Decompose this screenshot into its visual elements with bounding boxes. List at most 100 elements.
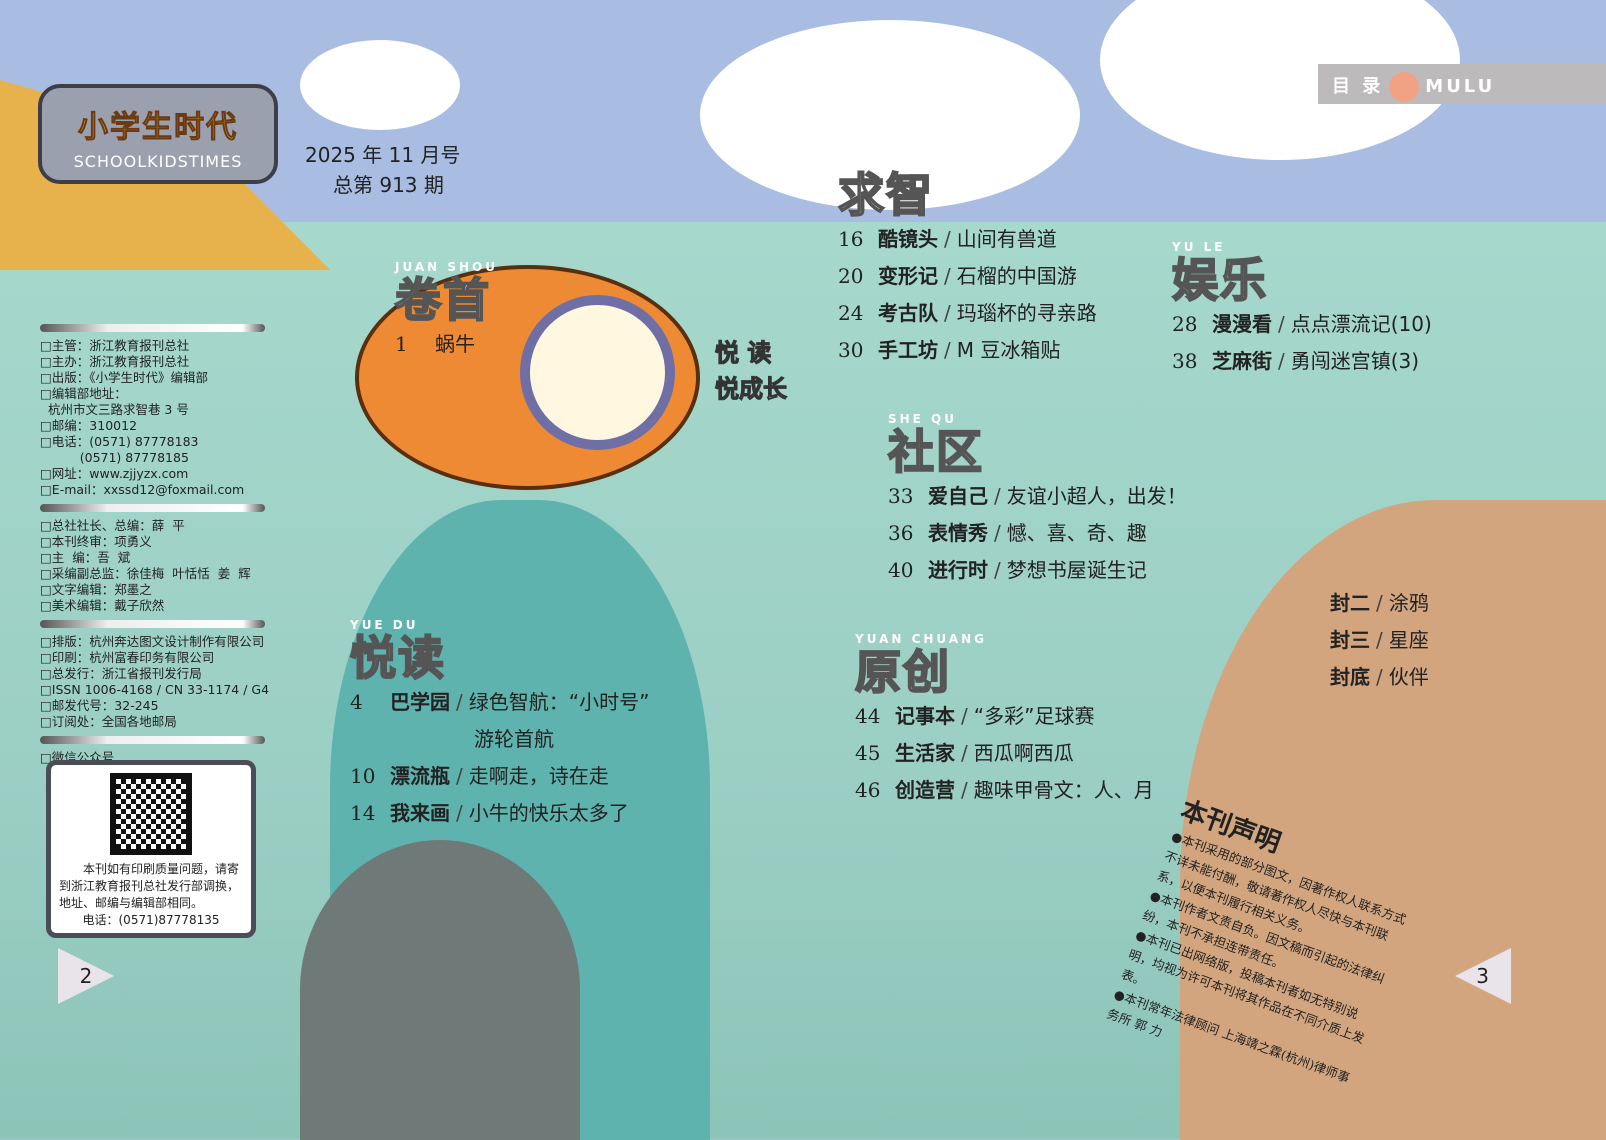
column-name: 创造营 <box>895 778 955 802</box>
cloud <box>700 20 1080 210</box>
page-number: 46 <box>855 778 881 802</box>
separator: / <box>1278 312 1285 336</box>
masthead-line: □美术编辑：戴子欣然 <box>40 598 165 613</box>
separator: / <box>944 227 951 251</box>
page-number: 1 <box>395 332 408 356</box>
column-name: 表情秀 <box>928 521 988 545</box>
slogan: 悦 读 悦成长 <box>715 335 788 407</box>
column-name: 我来画 <box>390 801 450 825</box>
article-title: 走啊走，诗在走 <box>468 764 609 788</box>
article-title: 西瓜啊西瓜 <box>973 741 1074 765</box>
cave-illustration <box>300 840 580 1140</box>
article-title: 星座 <box>1388 628 1429 652</box>
header-cn: 目 录 <box>1332 76 1384 97</box>
separator: / <box>1376 665 1383 689</box>
column-name: 漫漫看 <box>1212 312 1272 336</box>
separator: / <box>944 338 951 362</box>
section-pinyin: YU LE <box>1172 240 1226 254</box>
masthead-line: □网址：www.zjjyzx.com <box>40 466 189 481</box>
toc-entry[interactable]: 30 手工坊/M 豆冰箱贴 <box>838 332 1097 369</box>
article-title: M 豆冰箱贴 <box>956 338 1061 362</box>
toc-entry[interactable]: 游轮首航 <box>350 721 649 758</box>
page-number: 30 <box>838 338 864 362</box>
mascot-icon <box>1389 72 1420 102</box>
column-name: 封底 <box>1330 665 1370 689</box>
masthead-line: □印刷：杭州富春印务有限公司 <box>40 650 215 665</box>
column-name: 封二 <box>1330 591 1370 615</box>
toc-entry[interactable]: 封底/伙伴 <box>1330 659 1429 696</box>
issue-info: 2025 年 11 月号 总第 913 期 <box>305 140 460 200</box>
page-number: 4 <box>350 690 363 714</box>
masthead-line: □出版：《小学生时代》编辑部 <box>40 370 209 385</box>
article-title: 点点漂流记(10) <box>1290 312 1432 336</box>
separator: / <box>994 484 1001 508</box>
masthead-line: □采编副总监：徐佳梅 叶恬恬 姜 辉 <box>40 566 251 581</box>
column-name: 爱自己 <box>928 484 988 508</box>
section-pinyin: QIU ZHI <box>838 155 911 169</box>
masthead-line: □总社社长、总编：薛 平 <box>40 518 185 533</box>
masthead-line: □电话：(0571) 87778183 <box>40 434 199 449</box>
masthead-line: □本刊终审：项勇义 <box>40 534 152 549</box>
separator: / <box>994 558 1001 582</box>
qr-notice-box: 本刊如有印刷质量问题，请寄到浙江教育报刊总社发行部调换，地址、邮编与编辑部相同。… <box>46 760 256 938</box>
section-pinyin: JUAN SHOU <box>395 260 498 274</box>
page-number: 14 <box>350 801 376 825</box>
article-title: 涂鸦 <box>1388 591 1429 615</box>
article-title: “多彩”足球赛 <box>973 704 1095 728</box>
page-number: 44 <box>855 704 881 728</box>
separator: / <box>456 764 463 788</box>
toc-entry[interactable]: 封二/涂鸦 <box>1330 585 1429 622</box>
toc-entry[interactable]: 封三/星座 <box>1330 622 1429 659</box>
column-name: 手工坊 <box>878 338 938 362</box>
magazine-logo: 小学生时代 SCHOOLKIDSTIMES <box>38 84 278 184</box>
sawfish-divider <box>40 736 265 744</box>
notice-phone: 电话：(0571)87778135 <box>82 913 220 927</box>
article-title: 玛瑙杯的寻亲路 <box>956 301 1097 325</box>
column-name: 酷镜头 <box>878 227 938 251</box>
article-title: 梦想书屋诞生记 <box>1006 558 1147 582</box>
masthead-line: □E-mail：xxssd12@foxmail.com <box>40 482 245 497</box>
page-number: 33 <box>888 484 914 508</box>
qr-code-icon[interactable] <box>110 773 192 855</box>
section-title: 社区 <box>887 425 984 479</box>
header-en: MULU <box>1425 76 1496 97</box>
toc-entry[interactable]: 46 创造营/趣味甲骨文：人、月 <box>855 772 1154 809</box>
masthead-line: □主 编：吾 斌 <box>40 550 131 565</box>
section-title: 卷首 <box>394 273 491 327</box>
separator: / <box>1278 349 1285 373</box>
column-name: 芝麻街 <box>1212 349 1272 373</box>
article-title: 游轮首航 <box>474 727 554 751</box>
separator: / <box>994 521 1001 545</box>
page-number: 16 <box>838 227 864 251</box>
porthole-illustration <box>520 295 675 450</box>
page-number: 45 <box>855 741 881 765</box>
page-number: 38 <box>1172 349 1198 373</box>
masthead-line: □ISSN 1006-4168 / CN 33-1174 / G4 <box>40 682 270 697</box>
section-title: 原创 <box>854 645 951 699</box>
article-title: 趣味甲骨文：人、月 <box>973 778 1154 802</box>
section-title: 求智 <box>837 168 934 222</box>
section-pinyin: SHE QU <box>888 412 958 426</box>
masthead-line: □文字编辑：郑墨之 <box>40 582 152 597</box>
separator: / <box>944 264 951 288</box>
separator: / <box>961 778 968 802</box>
sawfish-divider <box>40 324 265 332</box>
masthead-line: 杭州市文三路求智巷 3 号 <box>40 402 189 417</box>
section-title: 悦读 <box>349 631 446 685</box>
